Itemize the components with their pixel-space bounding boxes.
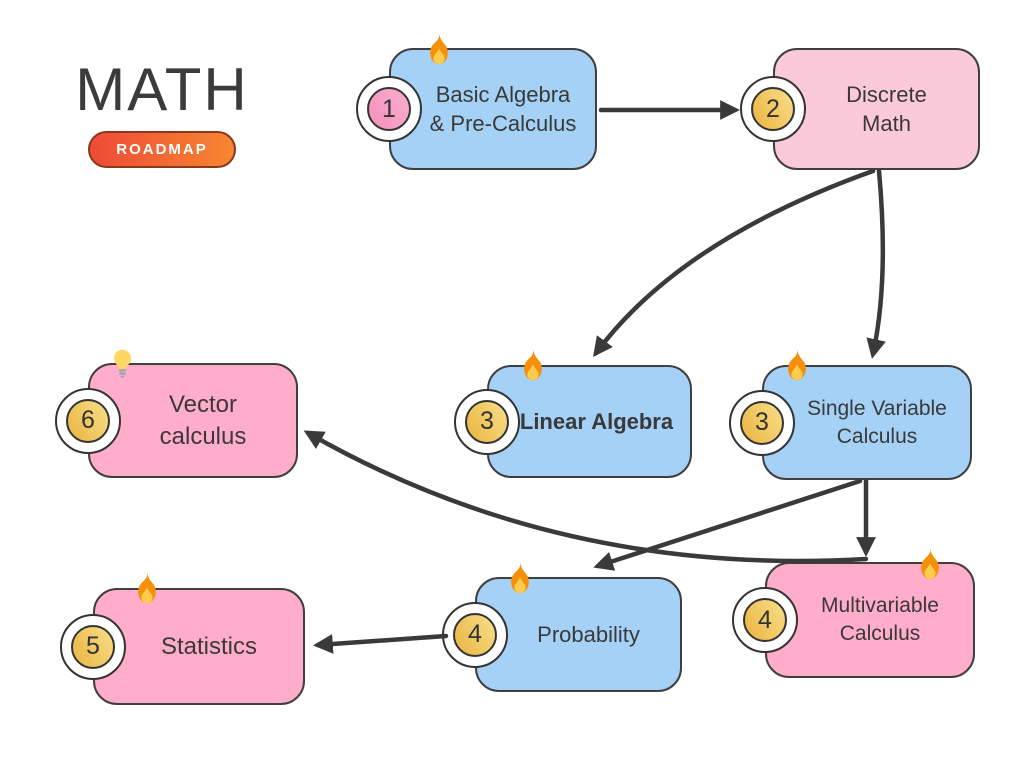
page-title: MATH <box>75 56 249 123</box>
fire-icon <box>133 572 161 603</box>
step-number: 3 <box>740 400 784 445</box>
fire-icon <box>519 349 547 380</box>
fire-icon <box>506 562 534 593</box>
fire-icon <box>425 33 453 64</box>
step-number: 6 <box>66 398 110 443</box>
roadmap-badge: ROADMAP <box>88 131 236 168</box>
step-number: 1 <box>367 87 411 131</box>
step-badge: 3 <box>454 388 520 455</box>
logo: MATH ROADMAP <box>56 58 268 168</box>
step-badge: 3 <box>729 389 795 456</box>
step-number: 5 <box>71 624 115 669</box>
step-badge: 2 <box>740 76 806 142</box>
step-number: 4 <box>453 612 497 657</box>
step-badge: 6 <box>55 387 121 454</box>
node-probability[interactable]: 4 Probability <box>442 562 682 692</box>
node-label: Basic Algebra& Pre-Calculus <box>429 81 577 136</box>
node-basic-algebra[interactable]: 1 Basic Algebra& Pre-Calculus <box>356 33 597 170</box>
fire-icon <box>916 548 944 579</box>
edge-discrete-to-svc <box>866 168 886 359</box>
step-badge: 4 <box>732 587 798 653</box>
edge-probability-to-statistics <box>313 633 449 654</box>
lightbulb-icon <box>113 349 132 378</box>
fire-icon <box>783 349 811 380</box>
step-number: 3 <box>465 399 509 444</box>
node-label: Linear Algebra <box>519 408 674 434</box>
step-badge: 4 <box>442 601 508 668</box>
step-badge: 5 <box>60 613 126 680</box>
edge-discrete-to-linear <box>593 168 876 357</box>
step-number: 4 <box>743 598 787 642</box>
node-statistics[interactable]: 5 Statistics <box>60 572 305 705</box>
node-label: Statistics <box>160 632 258 660</box>
node-label: Probability <box>537 621 640 647</box>
step-badge: 1 <box>356 76 422 142</box>
node-linear-algebra[interactable]: 3 Linear Algebra <box>454 349 692 478</box>
edge-svc-to-probability <box>593 478 863 571</box>
step-number: 2 <box>751 87 795 131</box>
